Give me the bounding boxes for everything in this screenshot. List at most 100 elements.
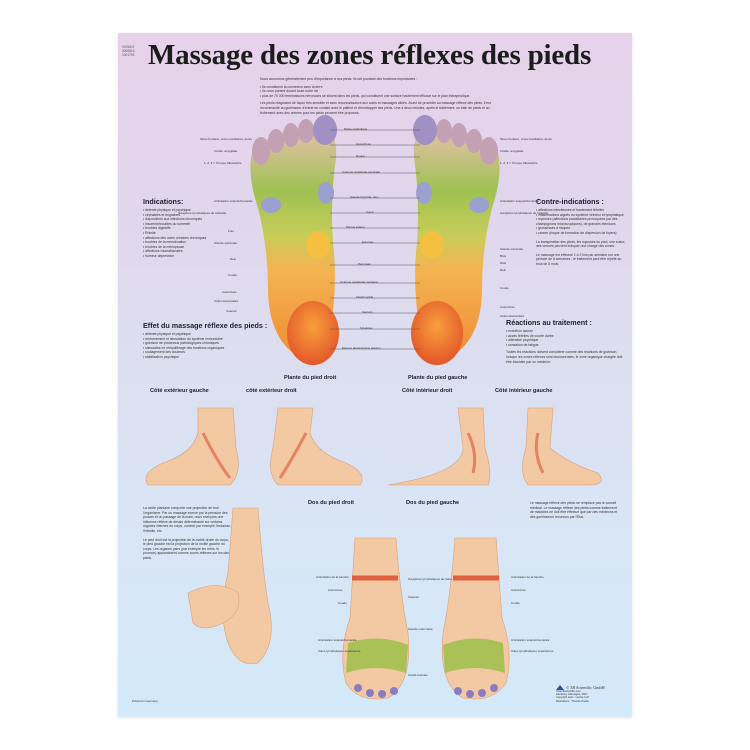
- hand-text-p2: Le pied droit est la projection de la mo…: [143, 537, 231, 560]
- contraindications-note-1: La transpiration des pieds, les mycoses …: [536, 239, 626, 249]
- contraindication-item: affections infectieuses et hautement féb…: [536, 208, 628, 213]
- label-center: Plexus solaire: [346, 225, 365, 229]
- label-center: Partie céphalique: [344, 127, 368, 131]
- dorsum-label-left: Voies lymphatiques supérieures: [318, 649, 361, 653]
- label-center: Intestin grêle: [356, 295, 374, 299]
- indication-item: troubles digestifs: [143, 226, 233, 231]
- dorsum-label-right: Articulation scapulohumérale: [511, 638, 550, 642]
- label-left: Glande surrénale: [214, 241, 238, 245]
- dorsum-right-illustration: [342, 537, 410, 700]
- indication-item: détente physique et psychique: [143, 208, 233, 213]
- reaction-item: excrétion accrue: [506, 329, 626, 334]
- label-left: Foie: [228, 229, 234, 233]
- indication-item: troubles de la ménopause: [143, 245, 233, 250]
- reactions-note: Toutes les réactions doivent considérer …: [506, 350, 623, 364]
- publisher-line: Illustrations : Thomas Kretke: [556, 699, 589, 703]
- indication-item: dispositions aux infections chroniques: [143, 217, 233, 222]
- dorsum-label-left: Articulation scapulohumérale: [318, 638, 357, 642]
- dorsum-label-right: Avant-bras: [511, 588, 526, 592]
- label-right: Rein: [500, 268, 507, 272]
- dorsum-label-center: Caecum: [408, 595, 420, 599]
- effect-item: guérison de processus pathologiques chro…: [143, 341, 253, 346]
- label-center: Pancréas: [358, 262, 371, 266]
- intro-bullets: Ils constituent la connexion avec la ter…: [260, 85, 500, 99]
- contraindications-list: affections infectieuses et hautement féb…: [536, 208, 628, 236]
- reactions-block: Réactions au traitement : excrétion accr…: [506, 318, 626, 364]
- intro-bullet: Ils constituent la connexion avec la ter…: [260, 85, 500, 90]
- contraindication-item: mycoses (affections parasitaires provoqu…: [536, 217, 628, 226]
- publisher-logo-icon: [556, 685, 564, 690]
- left-sole-illustration: [411, 115, 500, 365]
- dorsum-label-left: Coude: [338, 601, 347, 605]
- indication-item: Rhinite: [143, 231, 233, 236]
- hand-text-p1: La voûte plantaire comporte une projecti…: [143, 506, 231, 533]
- label-left: Côlon descendant: [214, 299, 239, 303]
- printed-in: Printed in Germany: [132, 699, 158, 703]
- reaction-item: sensation de fatigue: [506, 343, 626, 348]
- label-left: 1, 2, 3 = Trompe d'Eustache: [204, 161, 242, 165]
- label-center: Cœur: [366, 210, 374, 214]
- dorsum-label-left: Avant-bras: [328, 588, 343, 592]
- effect-item: stabilisation psychique: [143, 355, 253, 360]
- label-center: Colonne vertébrale cervicale: [342, 170, 381, 174]
- dorsum-side-text: Le massage réflexe des pieds ne remplace…: [530, 501, 618, 519]
- poster-title: Massage des zones réflexes des pieds: [148, 39, 592, 71]
- effect-item: détente physique et psychique: [143, 332, 253, 337]
- label-center: Estomac: [362, 240, 374, 244]
- dorsum-left-caption: Dos du pied gauche: [406, 500, 460, 506]
- side-view-illustrations: [145, 407, 602, 486]
- label-right: Rate: [500, 261, 507, 265]
- dorsum-label-center: Glande mammaire: [408, 627, 433, 631]
- contraindication-item: inflammations aiguës du système veineux …: [536, 213, 628, 218]
- label-left: Articulation scapulohumérale: [214, 199, 253, 203]
- indications-title: Indications:: [143, 197, 184, 206]
- label-center: Espace abdominal et pelvien: [342, 346, 381, 350]
- indications-block: Indications: détente physique et psychiq…: [143, 197, 233, 259]
- dorsum-label-right: Coude: [511, 601, 520, 605]
- side-caption-outer-right: côté extérieur droit: [246, 388, 297, 394]
- intro-block: Nous accordons généralement peu d'import…: [260, 77, 500, 115]
- label-center: Hypophyse: [356, 142, 372, 146]
- label-left: Ganglions lymphatiques de l'aisselle: [178, 211, 227, 215]
- contraindication-item: grossesses à risques: [536, 226, 628, 231]
- contraindications-title: Contre-indications :: [536, 197, 604, 206]
- label-right: Bras: [500, 254, 507, 258]
- contraindications-note-2: Le massage est effectué 1 à 2 fois par s…: [536, 252, 622, 266]
- side-caption-inner-left: Côté intérieur gauche: [495, 388, 553, 394]
- indication-item: affections rhumatismales: [143, 249, 233, 254]
- effects-block: Effet du massage réflexe des pieds : dét…: [143, 321, 268, 360]
- intro-bullet: Ils nous portent durant toute notre vie: [260, 89, 500, 94]
- dorsum-label-center: Cavité buccale: [408, 673, 428, 677]
- dorsum-right-caption: Dos du pied droit: [308, 500, 354, 506]
- label-right: Avant-bras: [500, 305, 515, 309]
- dorsum-left-illustration: [441, 537, 510, 700]
- label-right: Ganglions lymphatiques de l'aisselle: [500, 211, 549, 215]
- publisher-line: Hamburg, Allemagne, 2007: [556, 693, 588, 697]
- label-right: Sinus frontaux, sinus maxillaires, dents: [500, 137, 552, 141]
- sole-right-caption: Plante du pied droit: [284, 375, 337, 381]
- effect-item: soulagement des douleurs: [143, 350, 253, 355]
- product-code: VK2810/ 4006811/ 1001793: [122, 45, 136, 57]
- label-left: Sinus frontaux, sinus maxillaires, dents: [200, 137, 252, 141]
- hand-foot-illustration: [187, 507, 272, 665]
- dorsum-label-left: Articulation de la hanche: [316, 575, 349, 579]
- label-left: Rein: [230, 257, 237, 261]
- label-right: Côlon descendant: [500, 314, 525, 318]
- indication-item: affections des voies urinaires chronique…: [143, 236, 233, 241]
- right-sole-illustration: [250, 115, 339, 365]
- label-center: Sciatique: [360, 326, 373, 330]
- dorsum-label-right: Articulation de la hanche: [511, 575, 544, 579]
- intro-bullet: plus de 70 000 terminaisons nerveuses se…: [260, 94, 500, 99]
- reactions-list: excrétion accrue accès fébriles de court…: [506, 329, 626, 347]
- side-caption-outer-left: Côté extérieur gauche: [150, 388, 209, 394]
- indications-list: détente physique et psychique céphalées …: [143, 208, 233, 259]
- contraindications-block: Contre-indications : affections infectie…: [536, 197, 628, 267]
- effects-title: Effet du massage réflexe des pieds :: [143, 321, 268, 330]
- label-right: Glande surrénale: [500, 247, 524, 251]
- effect-item: stimulation et rééquilibrage des fonctio…: [143, 346, 253, 351]
- label-right: Oreille, amygdale: [500, 149, 524, 153]
- sole-illustrations: [250, 115, 500, 365]
- label-right: 1, 2, 3 = Trompe d'Eustache: [500, 161, 538, 165]
- reaction-item: altération psychique: [506, 338, 626, 343]
- indication-item: humeur dépressive: [143, 254, 233, 259]
